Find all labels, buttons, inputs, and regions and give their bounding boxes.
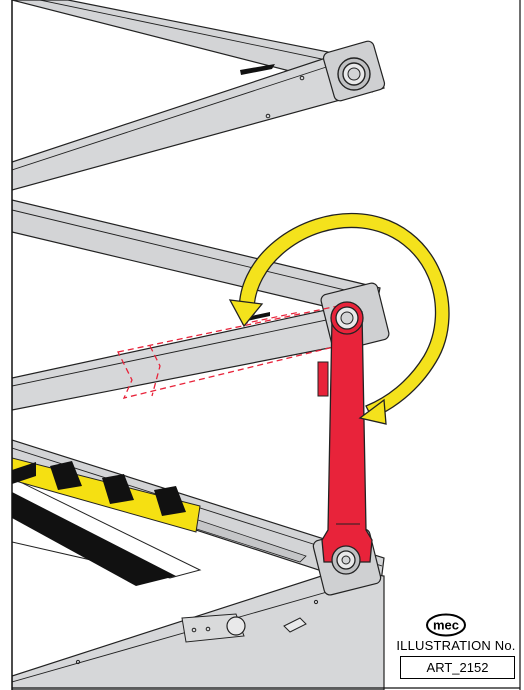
illustration-label: ILLUSTRATION No. bbox=[396, 638, 516, 653]
top-beams bbox=[12, 0, 386, 191]
lower-beams bbox=[12, 439, 385, 690]
illustration-number: ART_2152 bbox=[426, 660, 489, 675]
illustration-number-box: ART_2152 bbox=[400, 656, 515, 679]
logo-text: mec bbox=[433, 618, 459, 633]
scissor-frame bbox=[12, 0, 390, 690]
mec-logo-icon: mec bbox=[425, 613, 467, 637]
red-support-arm bbox=[317, 301, 373, 575]
rotation-arrow-icon bbox=[228, 212, 450, 425]
